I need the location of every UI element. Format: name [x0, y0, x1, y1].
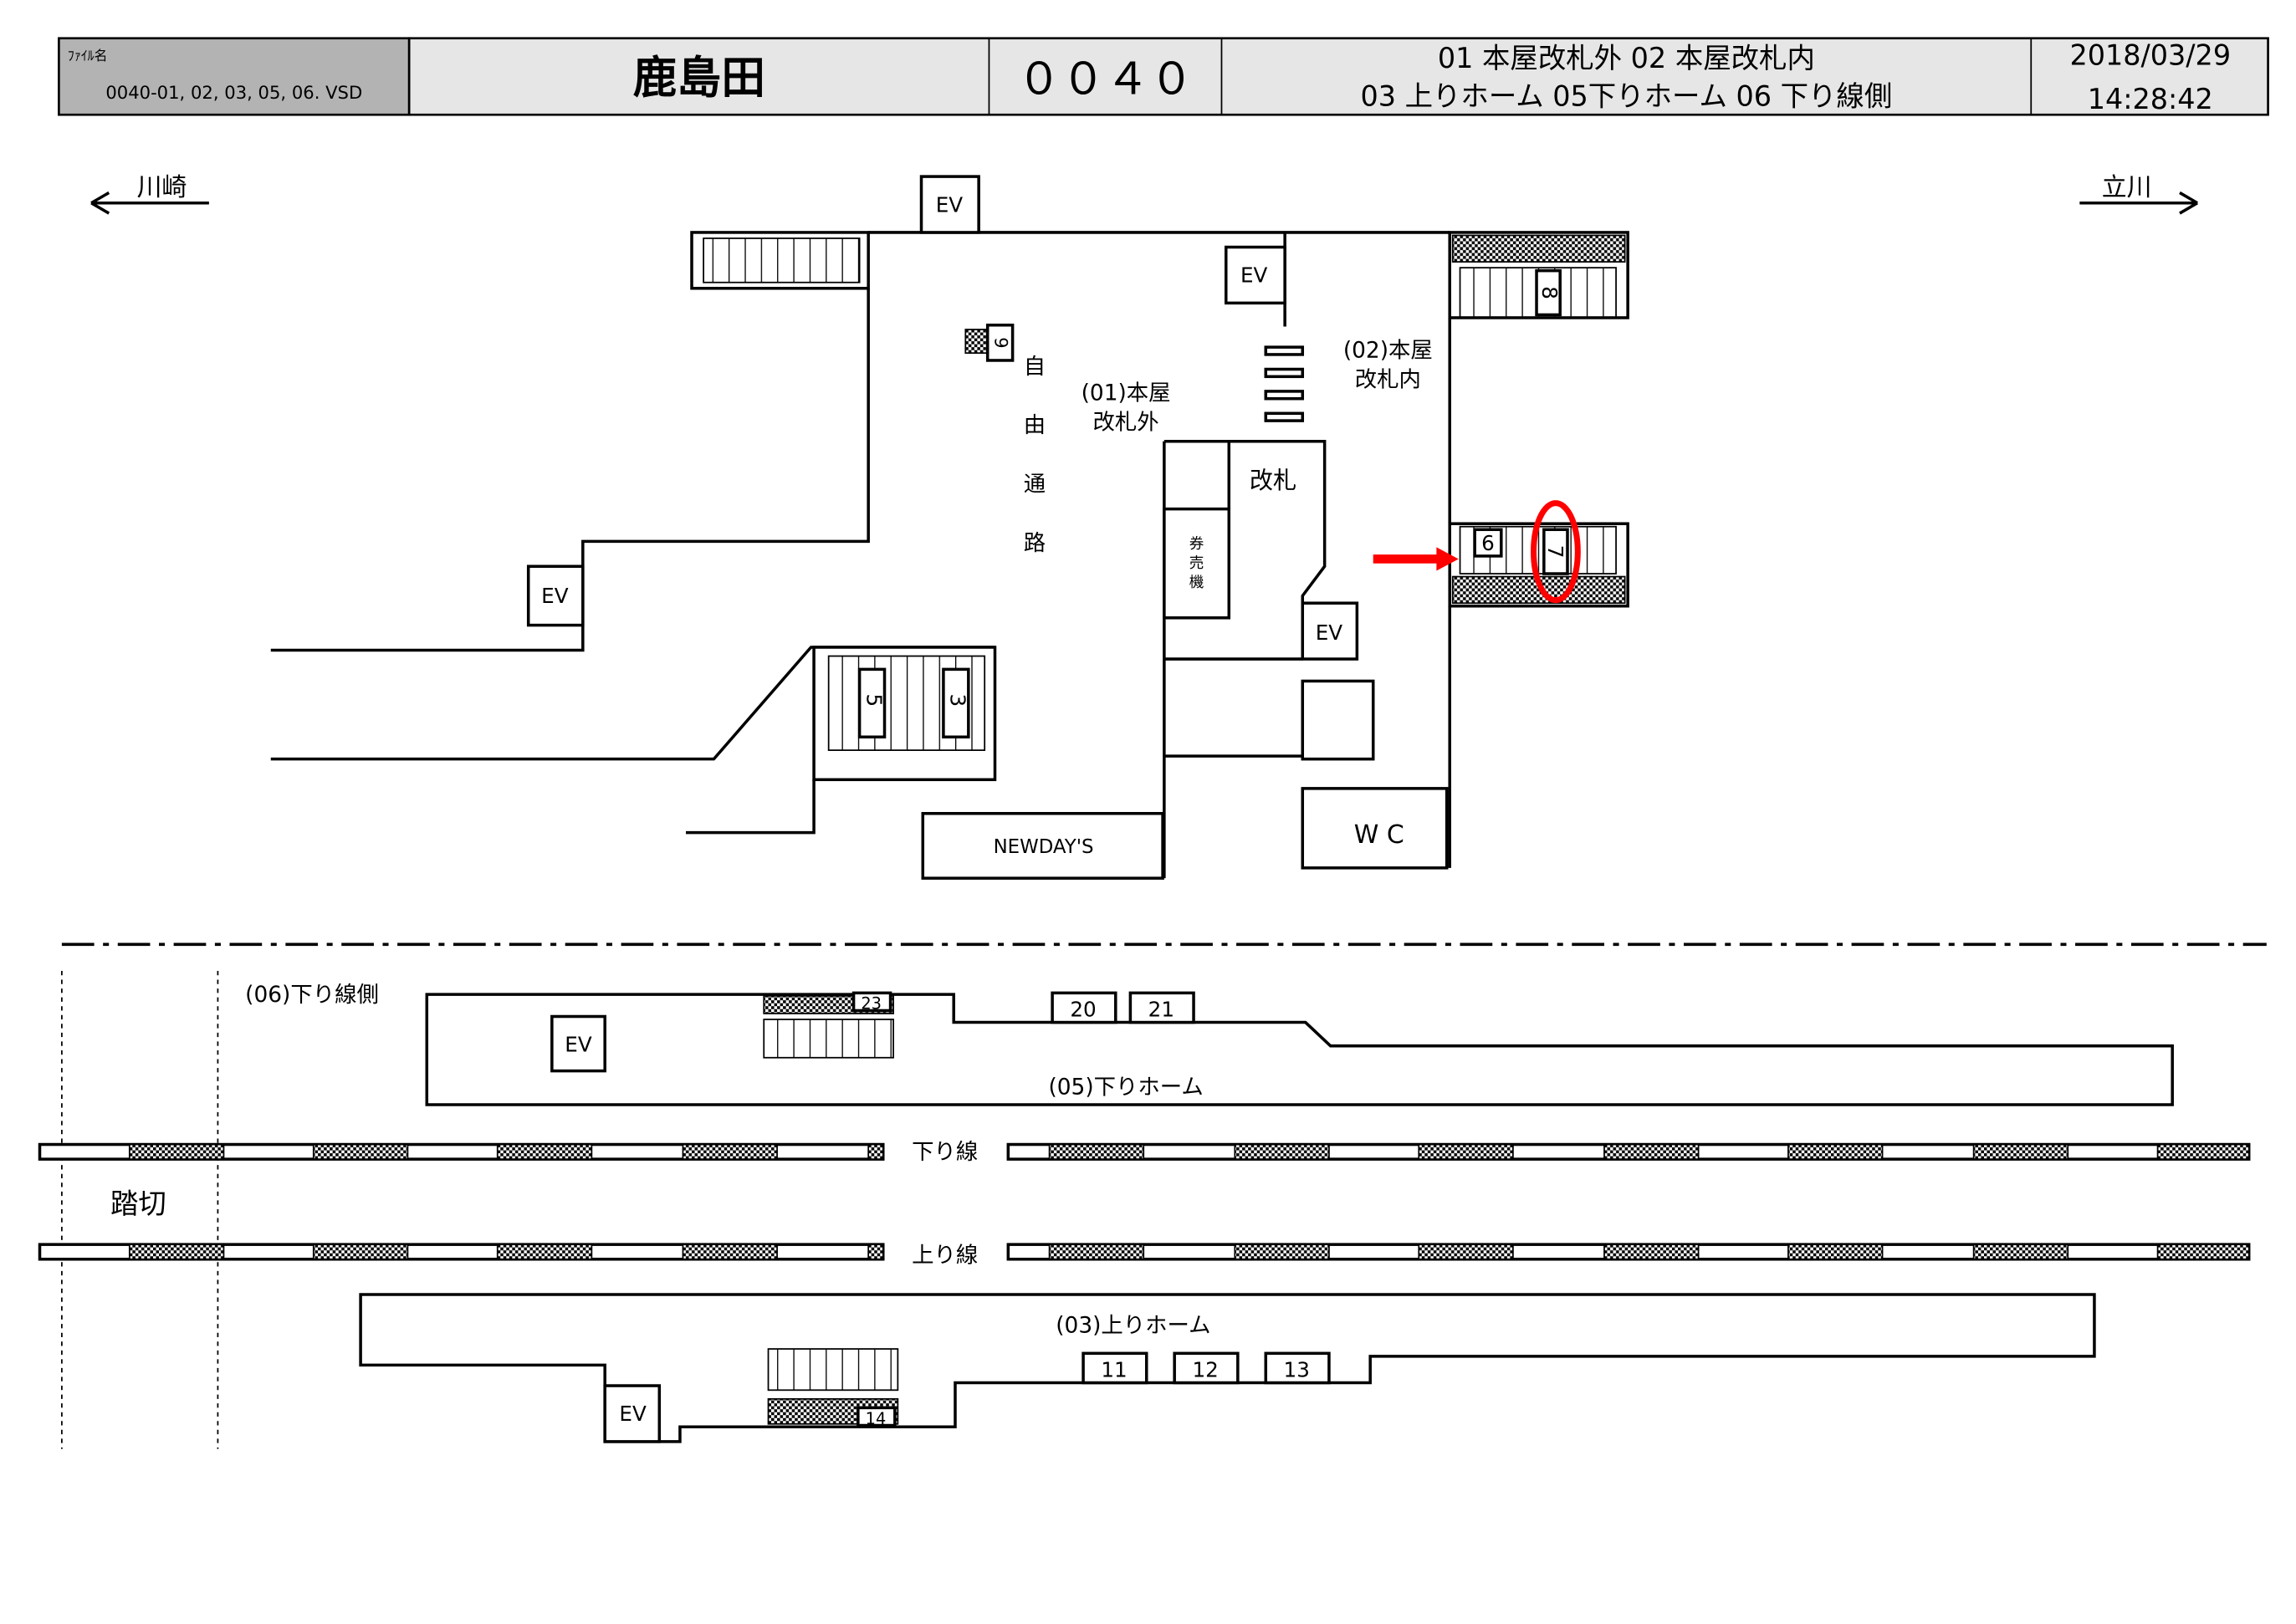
label: 9	[990, 337, 1011, 348]
gate-label: 改札	[1250, 467, 1296, 494]
label: 売	[1189, 555, 1204, 572]
label: EV	[936, 192, 964, 217]
label: 21	[1148, 998, 1174, 1022]
car-marker: 21	[1128, 991, 1195, 1024]
arrow-left-icon	[90, 191, 209, 215]
areas-line-2: 03 上りホーム 05下りホーム 06 下り線側	[1360, 80, 1892, 113]
file-name: 0040-01, 02, 03, 05, 06. VSD	[105, 82, 362, 103]
down-line-label: 下り線	[912, 1140, 978, 1165]
label: 川崎	[137, 173, 187, 202]
highlight-arrowhead	[1436, 547, 1459, 571]
stair-23: 23	[763, 991, 894, 1059]
areas-line-1: 01 本屋改札外 02 本屋改札内	[1438, 42, 1815, 74]
label: EV	[1316, 620, 1343, 645]
label: 13	[1284, 1357, 1310, 1381]
label: 券	[1189, 536, 1204, 553]
direction-right: 立川	[2079, 173, 2198, 215]
area-06-label: (06)下り線側	[245, 983, 379, 1008]
stair-14: 14	[767, 1348, 899, 1428]
elevator: EV	[526, 564, 585, 627]
shop-newdays: NEWDAY'S	[921, 811, 1164, 880]
label: 5	[862, 693, 886, 707]
arrow-right-icon	[2079, 191, 2198, 215]
ticket-gates	[1264, 345, 1305, 422]
label: 14	[866, 1409, 887, 1428]
date: 2018/03/29	[2070, 38, 2232, 71]
ticket-machine	[1163, 507, 1231, 620]
label: 20	[1070, 998, 1096, 1022]
label: EV	[541, 584, 569, 608]
label: 改札外	[1093, 411, 1159, 436]
elevator: EV	[1301, 601, 1359, 661]
elevator: EV	[603, 1384, 662, 1443]
concourse-walls	[270, 231, 1451, 879]
label: 機	[1189, 575, 1204, 591]
highlight-circle	[1531, 500, 1581, 604]
up-line-label: 上り線	[912, 1243, 978, 1268]
label: EV	[1240, 263, 1268, 288]
label: 23	[861, 994, 882, 1014]
label: 改札内	[1355, 368, 1421, 393]
label: 12	[1192, 1357, 1218, 1381]
label: 路	[1024, 531, 1046, 556]
elevator: EV	[919, 175, 980, 234]
label: 3	[946, 693, 970, 707]
label: EV	[619, 1402, 647, 1426]
toilet: W C	[1301, 787, 1449, 870]
free-passage-label: 自	[1024, 355, 1046, 380]
station-code: ００４０	[1017, 54, 1194, 105]
label: 由	[1024, 413, 1046, 438]
down-track	[38, 1142, 2251, 1161]
stair-3-5: 5 3	[812, 646, 997, 782]
up-track	[38, 1243, 2251, 1261]
label: 立川	[2102, 173, 2152, 202]
escalator-9: 9	[964, 323, 1015, 362]
stair-8: 8	[1448, 231, 1629, 319]
station-name: 鹿島田	[633, 53, 765, 104]
area-01-label: (01)本屋	[1082, 380, 1171, 406]
stair-top-left	[690, 231, 870, 290]
up-platform-label: (03)上りホーム	[1056, 1314, 1210, 1339]
label: NEWDAY'S	[994, 836, 1094, 858]
label: 8	[1537, 286, 1562, 299]
down-platform-label: (05)下りホーム	[1048, 1075, 1203, 1101]
car-marker: 12	[1173, 1351, 1240, 1385]
label: 7	[1543, 545, 1567, 559]
area-02-label: (02)本屋	[1343, 338, 1433, 363]
label: W C	[1354, 820, 1404, 850]
car-marker: 11	[1082, 1351, 1148, 1385]
car-marker: 20	[1051, 991, 1117, 1024]
level-crossing-label: 踏切	[110, 1187, 166, 1220]
label: 11	[1101, 1357, 1127, 1381]
down-platform	[425, 993, 2174, 1106]
label: 通	[1024, 472, 1046, 498]
car-marker: 13	[1264, 1351, 1331, 1385]
stair-6-7: 6 7	[1448, 522, 1629, 608]
label: EV	[565, 1033, 592, 1057]
title-block: ﾌｧｲﾙ名 0040-01, 02, 03, 05, 06. VSD 鹿島田 ０…	[58, 37, 2269, 116]
file-name-label: ﾌｧｲﾙ名	[68, 48, 108, 64]
direction-left: 川崎	[90, 173, 209, 215]
elevator: EV	[550, 1014, 606, 1073]
room	[1301, 679, 1375, 761]
elevator: EV	[1225, 245, 1286, 305]
label: 6	[1481, 531, 1495, 555]
time: 14:28:42	[2088, 83, 2213, 115]
